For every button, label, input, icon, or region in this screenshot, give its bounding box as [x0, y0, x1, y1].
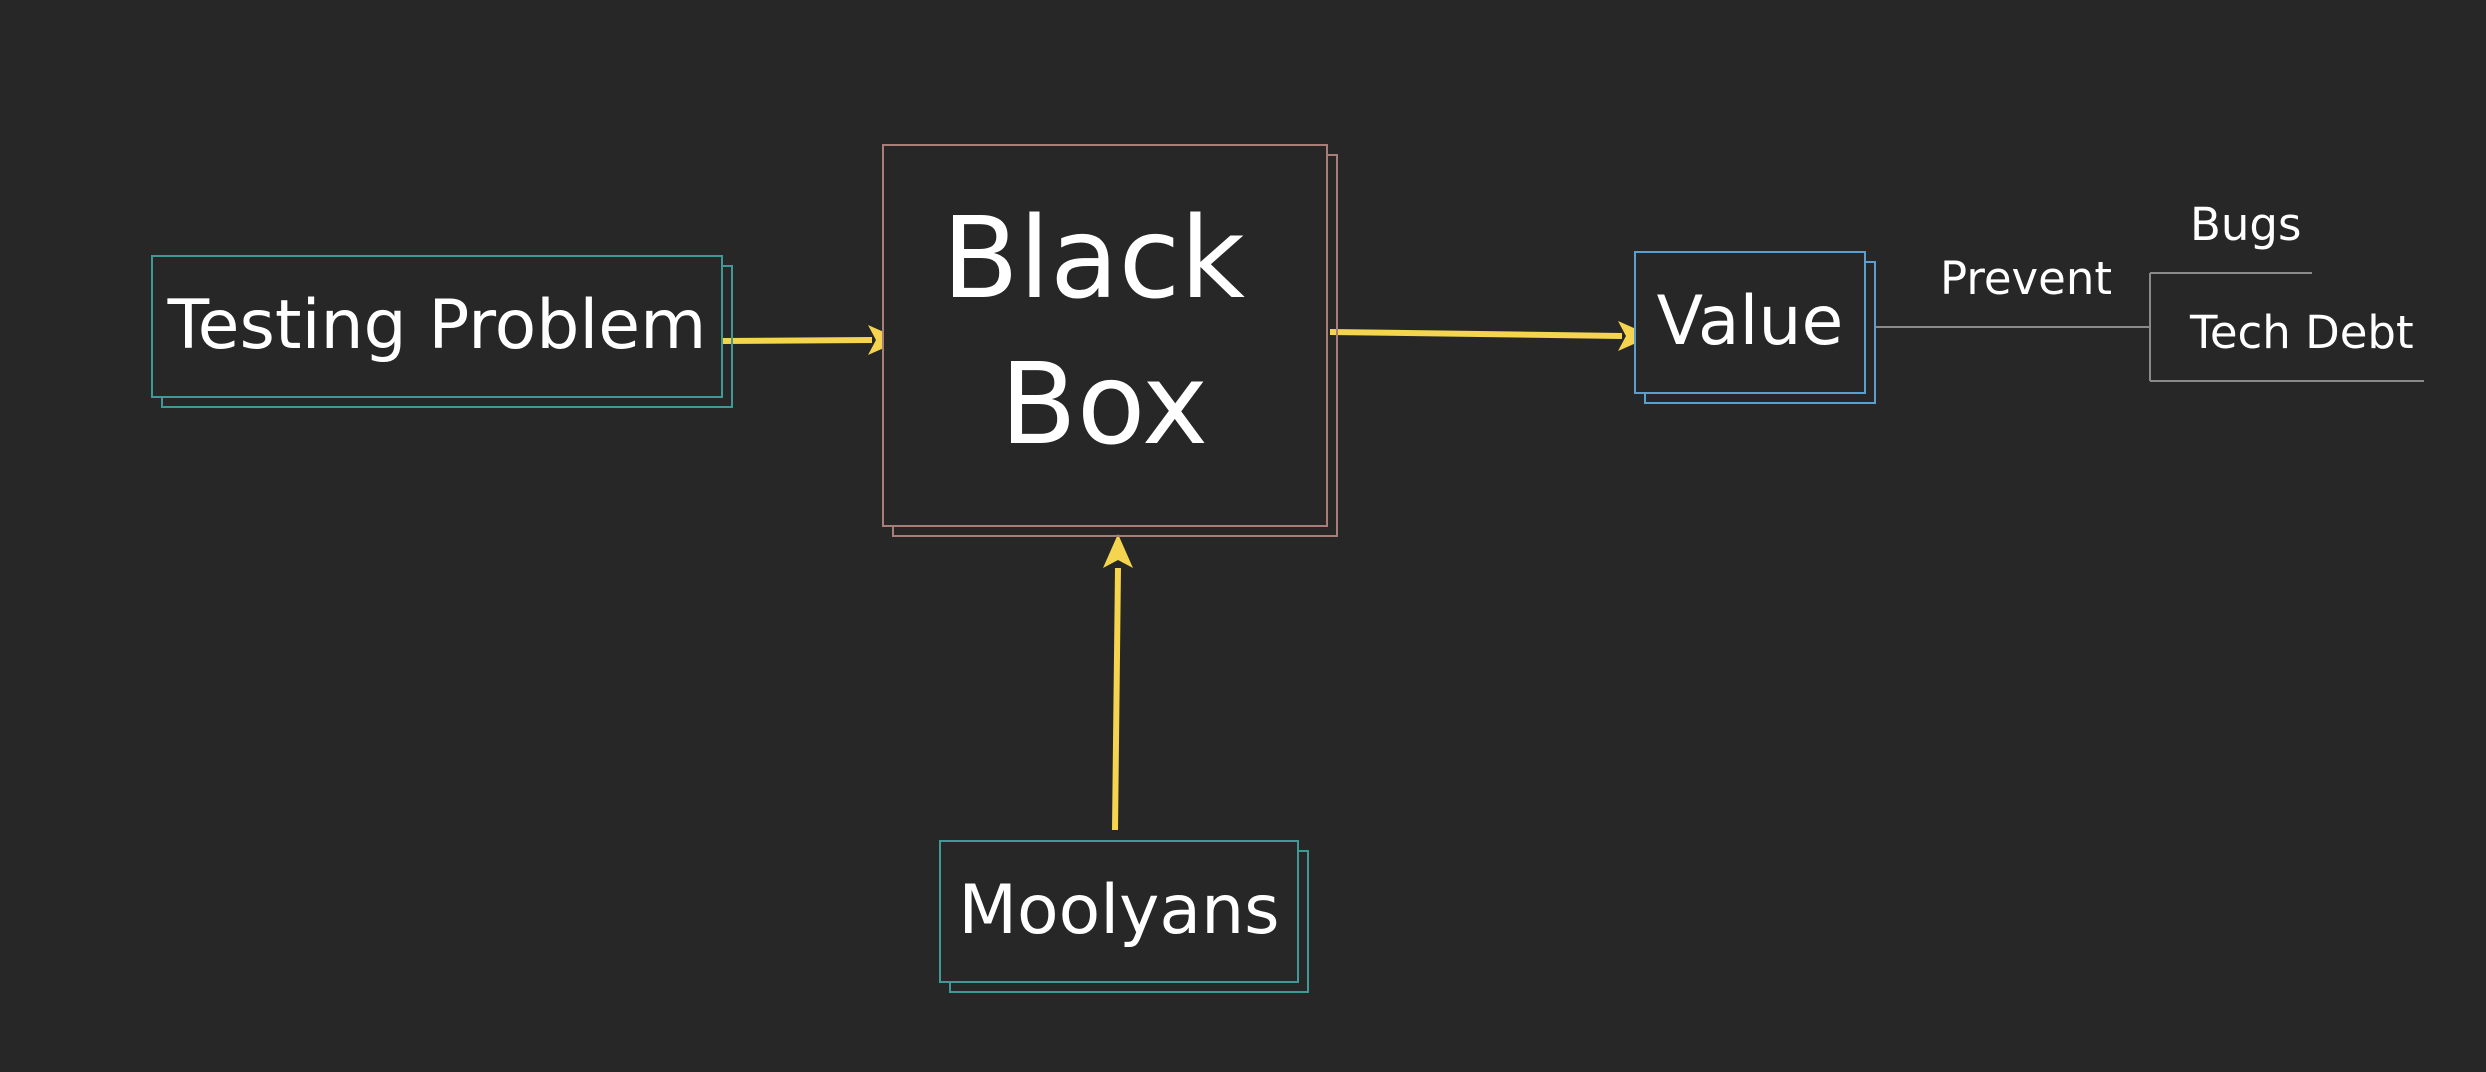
moolyans-label: Moolyans — [958, 871, 1280, 951]
prevent-label: Prevent — [1940, 252, 2113, 305]
arrow-blackbox-to-value — [1329, 329, 1623, 339]
tech-debt-label: Tech Debt — [2190, 306, 2414, 359]
black-box-label-line2: Box — [1000, 339, 1209, 470]
black-box-label-line1: Black — [942, 194, 1246, 325]
moolyans-node: Moolyans — [939, 840, 1299, 983]
arrow-moolyans-to-blackbox — [1112, 567, 1121, 831]
value-label: Value — [1656, 282, 1844, 362]
value-node: Value — [1634, 251, 1866, 394]
arrowhead-moolyans-to-blackbox — [1103, 534, 1133, 568]
bugs-label: Bugs — [2190, 198, 2302, 251]
black-box-node: Black Box — [882, 144, 1328, 527]
testing-problem-node: Testing Problem — [151, 255, 723, 398]
testing-problem-label: Testing Problem — [167, 286, 707, 366]
arrow-testing-to-blackbox — [722, 337, 873, 344]
